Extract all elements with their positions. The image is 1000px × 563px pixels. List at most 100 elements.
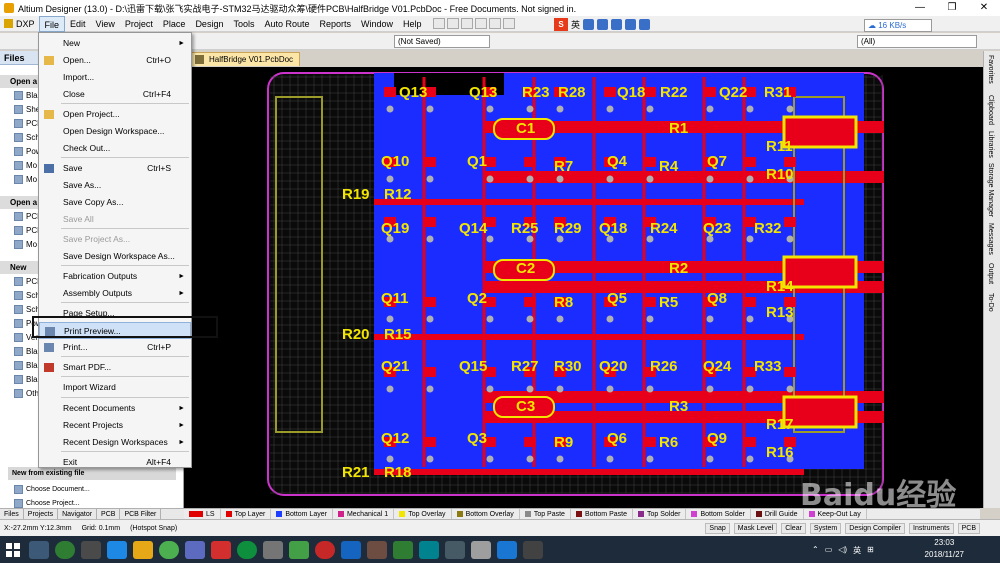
app-icon[interactable] [211, 540, 231, 559]
file-menu-item[interactable]: Open...Ctrl+O [39, 52, 191, 69]
todo-tab[interactable]: To-Do [987, 293, 994, 312]
list-item[interactable]: PCB [0, 116, 183, 130]
tab-navigator[interactable]: Navigator [58, 509, 98, 519]
file-menu-item[interactable]: Save Copy As... [39, 194, 191, 211]
skin-icon[interactable] [625, 18, 637, 30]
clock[interactable]: 23:03 2018/11/27 [925, 537, 964, 561]
pinwheel-app-icon[interactable] [29, 540, 49, 559]
choose-document-link[interactable]: Choose Document... [14, 485, 90, 494]
choose-project-link[interactable]: Choose Project... [14, 499, 80, 508]
app-icon[interactable] [445, 540, 465, 559]
snap-button[interactable]: Snap [705, 523, 730, 534]
altium-taskbar-icon[interactable] [523, 540, 543, 559]
list-item[interactable]: Bla [0, 88, 183, 102]
list-item[interactable]: PCB [0, 274, 183, 288]
volume-icon[interactable]: ◁) [838, 545, 848, 554]
app-icon[interactable] [263, 540, 283, 559]
sogou-ime-icon[interactable]: S [554, 17, 568, 31]
list-item[interactable]: Bla [0, 372, 183, 386]
menu-place[interactable]: Place [162, 18, 186, 29]
instruments-tab[interactable]: Instruments [909, 523, 954, 534]
toolbox-icon[interactable] [639, 18, 651, 30]
menu-help[interactable]: Help [403, 18, 422, 29]
app-icon[interactable] [419, 540, 439, 559]
pad-icon[interactable] [446, 18, 459, 29]
cloud-drive-icon[interactable] [497, 540, 517, 559]
layer-tab[interactable]: Top Solder [633, 508, 687, 520]
file-menu-item[interactable]: Print...Ctrl+P [39, 339, 191, 356]
component-icon[interactable] [502, 18, 515, 29]
output-tab[interactable]: Output [987, 263, 994, 285]
file-menu-item[interactable]: Open Project... [39, 106, 191, 123]
list-item[interactable]: Sch [0, 302, 183, 316]
dxp-menu[interactable]: DXP [0, 16, 39, 32]
clipboard-tab[interactable]: Clipboard [987, 95, 994, 125]
layer-tab[interactable]: LS [184, 508, 221, 520]
fill-icon[interactable] [474, 18, 487, 29]
route-icon[interactable] [432, 18, 445, 29]
file-menu-item[interactable]: Import Wizard [39, 379, 191, 396]
variant-combo[interactable]: (Not Saved) [394, 35, 490, 48]
list-item[interactable]: Bla [0, 358, 183, 372]
app-icon[interactable] [237, 540, 257, 559]
menu-view[interactable]: View [95, 18, 115, 29]
restore-button[interactable]: ❐ [947, 2, 957, 13]
file-menu-item[interactable]: Recent Design Workspaces► [39, 434, 191, 451]
close-button[interactable]: ✕ [979, 2, 989, 13]
layer-tab[interactable]: Bottom Solder [686, 508, 751, 520]
list-item[interactable]: Pow [0, 144, 183, 158]
ime-language[interactable]: 英 [571, 19, 581, 30]
list-item[interactable]: Sch [0, 130, 183, 144]
tray-up-icon[interactable]: ⌃ [812, 545, 819, 554]
menu-project[interactable]: Project [124, 18, 153, 29]
tab-projects[interactable]: Projects [24, 509, 59, 519]
tab-pcb[interactable]: PCB [97, 509, 121, 519]
menu-edit[interactable]: Edit [70, 18, 86, 29]
file-menu-item[interactable]: Recent Documents► [39, 400, 191, 417]
new-from-existing-section[interactable]: New from existing file [8, 467, 176, 480]
system-tab[interactable]: System [809, 523, 842, 534]
start-button[interactable] [0, 536, 26, 563]
file-menu-item[interactable]: Recent Projects► [39, 417, 191, 434]
layer-tab[interactable]: Bottom Paste [571, 508, 633, 520]
file-menu-item[interactable]: Open Design Workspace... [39, 123, 191, 140]
file-menu-item[interactable]: Save Design Workspace As... [39, 248, 191, 265]
minimize-button[interactable]: — [915, 2, 925, 13]
list-item[interactable]: Mo [0, 172, 183, 186]
menu-reports[interactable]: Reports [319, 18, 352, 29]
list-item[interactable]: Mo [0, 158, 183, 172]
file-menu-item[interactable]: Smart PDF... [39, 359, 191, 376]
chrome-icon[interactable] [315, 540, 335, 559]
calculator-icon[interactable] [471, 540, 491, 559]
pcb-status-tab[interactable]: PCB [957, 523, 980, 534]
media-player-icon[interactable] [81, 540, 101, 559]
storage-manager-tab[interactable]: Storage Manager [987, 163, 994, 218]
list-item[interactable]: She [0, 102, 183, 116]
app-icon[interactable] [289, 540, 309, 559]
list-item[interactable]: PCB [0, 223, 183, 237]
excel-icon[interactable] [393, 540, 413, 559]
file-menu-item[interactable]: Fabrication Outputs► [39, 268, 191, 285]
menu-window[interactable]: Window [361, 18, 394, 29]
app-icon[interactable] [367, 540, 387, 559]
layer-tab[interactable]: Top Paste [520, 508, 571, 520]
list-item[interactable]: Bla [0, 344, 183, 358]
file-menu-item[interactable]: Print Preview... [39, 322, 191, 339]
app-icon[interactable] [341, 540, 361, 559]
layer-tab[interactable]: Drill Guide [751, 508, 804, 520]
menu-auto-route[interactable]: Auto Route [264, 18, 310, 29]
list-item[interactable]: Sch [0, 288, 183, 302]
list-item[interactable]: Oth [0, 386, 183, 400]
layer-tab[interactable]: Top Layer [221, 508, 272, 520]
tab-files[interactable]: Files [0, 509, 24, 519]
file-explorer-icon[interactable] [133, 540, 153, 559]
menu-file[interactable]: File [38, 15, 66, 32]
tray-language[interactable]: 英 [853, 546, 862, 555]
wechat-icon[interactable] [159, 540, 179, 559]
edge-icon[interactable] [107, 540, 127, 559]
file-menu-item[interactable]: Assembly Outputs► [39, 285, 191, 302]
